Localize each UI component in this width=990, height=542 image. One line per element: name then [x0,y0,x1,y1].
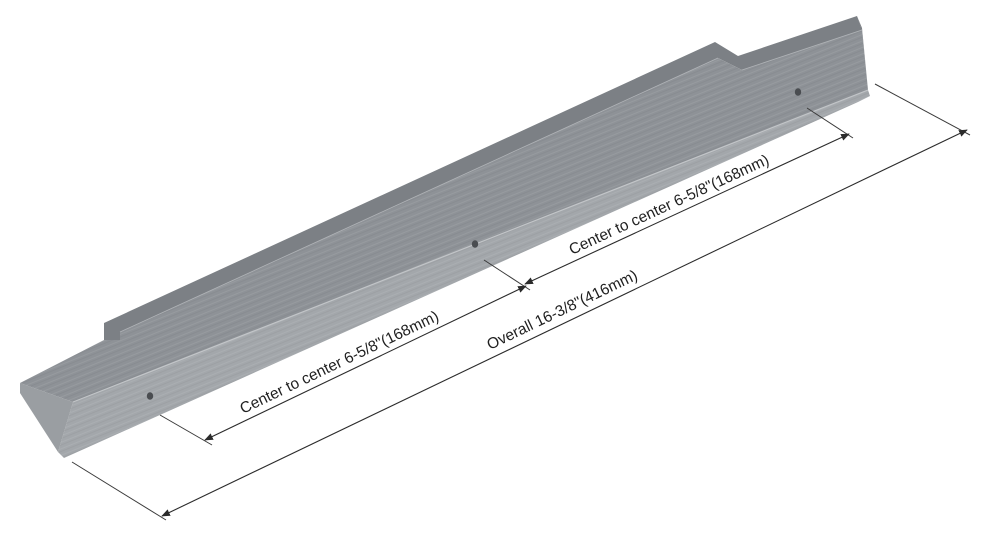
ext-line-left-hole [159,414,213,446]
dimension-lines [161,129,968,517]
handle-back-lip [104,16,862,340]
ext-line-overall-right [874,83,971,136]
handle-end-face [20,383,73,452]
dim-line-overall [161,129,968,517]
ext-line-overall-left [71,461,167,521]
mounting-hole-right [794,88,802,96]
ext-line-center-hole [483,259,531,291]
mounting-hole-left [146,392,154,400]
edge-pull-handle [20,16,870,458]
label-overall: Overall 16-3/8"(416mm) [484,267,640,354]
mounting-hole-center [471,240,479,248]
